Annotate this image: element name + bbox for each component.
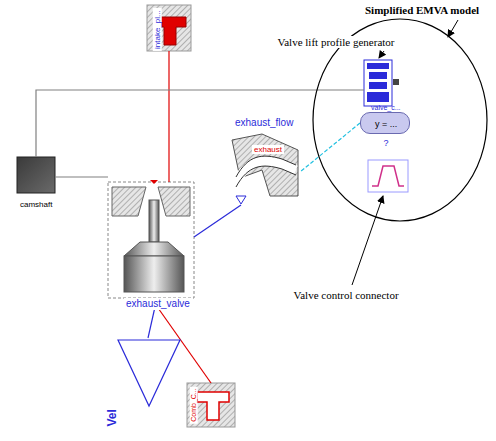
generator-block: [364, 60, 399, 106]
node-label: intake_pl...: [152, 8, 161, 51]
lift-profile-generator: Valve lift profile generator: [364, 60, 392, 106]
node-label: y = ...: [375, 119, 397, 129]
combustion-chamber: Comb_C...: [187, 383, 235, 427]
node-label: Simplified EMVA model: [363, 4, 481, 17]
sensor-triangle: [116, 338, 182, 408]
exhaust-valve: exhaust_valve: [108, 182, 194, 298]
leader-line: [379, 51, 384, 58]
connector-wire: [168, 51, 169, 182]
comb-icon: [187, 383, 235, 427]
node-label: valve_c...: [371, 104, 401, 112]
node-label: Vel: [105, 407, 119, 428]
connector-wire: [300, 123, 360, 172]
velocity-sensor: Vel: [116, 338, 182, 408]
outline: [313, 19, 487, 221]
connector-wire: [55, 176, 108, 177]
node-label: Comb_C...: [189, 386, 197, 423]
node-label: exhaust: [252, 145, 284, 154]
intake-port: intake_pl...: [147, 5, 191, 51]
leader-line: [352, 196, 383, 285]
valve-icon: [108, 180, 194, 298]
leader-line: [448, 20, 458, 37]
camshaft-icon: [17, 157, 55, 193]
valve-control-connector: Valve control connector: [368, 160, 408, 192]
node-label: exhaust_flow: [235, 117, 293, 129]
outline: [118, 340, 180, 406]
exhaust-flow: exhaust_flowexhaust: [228, 132, 300, 198]
node-label: ?: [384, 138, 389, 148]
camshaft: camshaft: [17, 157, 55, 193]
intake-icon: [147, 5, 191, 51]
connector-icon: [368, 160, 408, 192]
node-label: camshaft: [20, 200, 52, 209]
emva-model: Simplified EMVA modelValve lift profile …: [312, 18, 488, 222]
valve-controller: valve_c...y = ...?: [360, 112, 410, 134]
node-label: Valve control connector: [292, 289, 401, 302]
connector-wire: [194, 205, 241, 237]
node-label: Valve lift profile generator: [276, 36, 397, 49]
node-label: exhaust_valve: [124, 298, 192, 310]
exhaust-port-icon: [232, 134, 298, 204]
